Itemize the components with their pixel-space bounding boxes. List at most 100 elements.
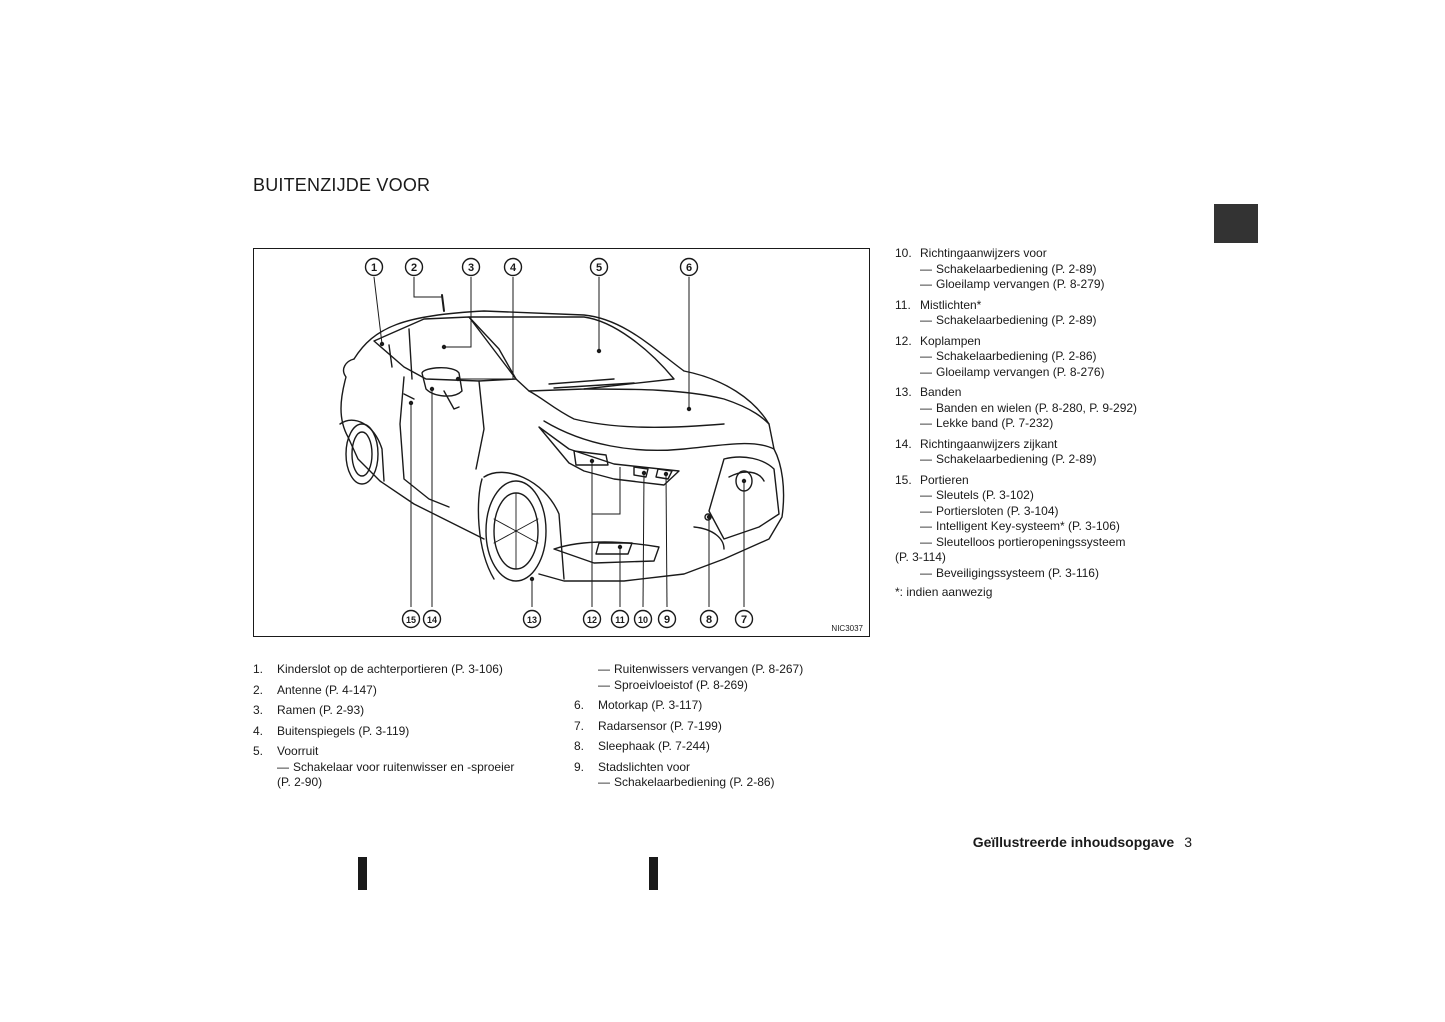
item-text: Ramen (P. 2-93) bbox=[277, 703, 365, 717]
callout-circle-3 bbox=[461, 257, 481, 277]
list-item: 9. Stadslichten voor —Schakelaarbedienin… bbox=[574, 760, 864, 791]
item-number: 6. bbox=[574, 698, 585, 712]
subentry-text: Gloeilamp vervangen (P. 8-279) bbox=[936, 277, 1105, 291]
callout-circle-11 bbox=[610, 609, 630, 629]
subentry-text: Lekke band (P. 7-232) bbox=[936, 416, 1054, 430]
item-continuation: (P. 2-90) bbox=[277, 775, 323, 789]
callout-label-15: 15 bbox=[406, 615, 416, 625]
callout-circle-9 bbox=[657, 609, 677, 629]
item-number: 11. bbox=[895, 297, 911, 312]
item-text: Portieren bbox=[920, 472, 969, 487]
subentry-text: Schakelaarbediening (P. 2-86) bbox=[614, 775, 775, 789]
item-text: Richtingaanwijzers voor bbox=[920, 246, 1047, 260]
list-item: 2. Antenne (P. 4-147) bbox=[253, 683, 543, 699]
callout-circle-13 bbox=[522, 609, 542, 629]
callout-circle-12 bbox=[582, 609, 602, 629]
callout-label-6: 6 bbox=[686, 262, 692, 274]
footer-title: Geïllustreerde inhoudsopgave bbox=[972, 834, 1175, 850]
callout-circle-6 bbox=[679, 257, 699, 277]
crop-mark bbox=[649, 857, 658, 890]
legend-list-col3: 10. Richtingaanwijzers voor —Schakelaarb… bbox=[895, 246, 1175, 586]
dash-glyph: — bbox=[920, 261, 932, 276]
subentry-text: Banden en wielen (P. 8-280, P. 9-292) bbox=[936, 400, 1138, 415]
callout-circle-5 bbox=[589, 257, 609, 277]
dash-glyph: — bbox=[920, 364, 932, 379]
footnote: *: indien aanwezig bbox=[895, 585, 993, 599]
item-number: 3. bbox=[253, 703, 264, 717]
item-text: Mistlichten* bbox=[920, 297, 982, 312]
dash-glyph: — bbox=[598, 775, 610, 789]
item-number: 15. bbox=[895, 472, 912, 487]
page-number: 3 bbox=[1184, 834, 1192, 850]
page-title: BUITENZIJDE VOOR bbox=[253, 175, 431, 195]
item-subentry: — Sleutelloos portieropeningssysteem bbox=[895, 535, 1175, 551]
item-number: 14. bbox=[895, 436, 912, 451]
dash-glyph: — bbox=[920, 277, 932, 291]
legend-list-col1: 1. Kinderslot op de achterportieren (P. … bbox=[253, 662, 543, 796]
item-text: Sleephaak (P. 7-244) bbox=[598, 739, 710, 753]
dash-glyph: — bbox=[920, 565, 932, 580]
item-number: 10. bbox=[895, 246, 912, 260]
callout-label-10: 10 bbox=[638, 615, 648, 625]
item-subentry: — Beveiligingssysteem (P. 3-116) bbox=[895, 566, 1175, 582]
callout-label-1: 1 bbox=[371, 262, 377, 274]
dash-glyph: — bbox=[598, 662, 610, 676]
item-subentry: —Schakelaarbediening (P. 2-89) bbox=[895, 452, 1175, 468]
item-number: 4. bbox=[253, 723, 264, 738]
list-item: 8. Sleephaak (P. 7-244) bbox=[574, 739, 864, 755]
item-number: 7. bbox=[574, 718, 585, 733]
list-item: 4. Buitenspiegels (P. 3-119) bbox=[253, 724, 543, 740]
item-subentry: —Gloeilamp vervangen (P. 8-276) bbox=[895, 365, 1175, 381]
callout-label-2: 2 bbox=[411, 262, 417, 274]
item-subentry: — Gloeilamp vervangen (P. 8-279) bbox=[895, 277, 1175, 293]
item-text: Banden bbox=[920, 385, 962, 399]
item-number: 12. bbox=[895, 333, 912, 348]
callout-label-14: 14 bbox=[427, 615, 437, 625]
list-item: 11. Mistlichten* —Schakelaarbediening (P… bbox=[895, 298, 1175, 329]
list-item: 6. Motorkap (P. 3-117) bbox=[574, 698, 864, 714]
item-subentry: —Schakelaar voor ruitenwisser en -sproei… bbox=[253, 760, 543, 776]
page-footer: Geïllustreerde inhoudsopgave 3 bbox=[973, 834, 1192, 850]
item-subentry: —Intelligent Key-systeem* (P. 3-106) bbox=[895, 519, 1175, 535]
item-text: Motorkap (P. 3-117) bbox=[598, 698, 703, 712]
dash-glyph: — bbox=[920, 534, 932, 549]
dash-glyph: — bbox=[920, 519, 932, 533]
callout-label-5: 5 bbox=[596, 262, 602, 274]
item-subentry: — Sproeivloeistof (P. 8-269) bbox=[574, 678, 864, 694]
item-text: Richtingaanwijzers zijkant bbox=[920, 436, 1058, 451]
item-number: 5. bbox=[253, 744, 264, 758]
dash-glyph: — bbox=[920, 349, 932, 363]
subentry-text: Schakelaarbediening (P. 2-89) bbox=[936, 313, 1097, 327]
list-item: 3. Ramen (P. 2-93) bbox=[253, 703, 543, 719]
dash-glyph: — bbox=[598, 677, 610, 692]
callout-label-4: 4 bbox=[510, 262, 517, 274]
dash-glyph: — bbox=[920, 416, 932, 430]
item-number: 13. bbox=[895, 385, 912, 399]
item-subentry: — Schakelaarbediening (P. 2-86) bbox=[574, 775, 864, 791]
list-item: 14. Richtingaanwijzers zijkant —Schakela… bbox=[895, 437, 1175, 468]
item-number: 8. bbox=[574, 739, 585, 753]
callout-circle-4 bbox=[503, 257, 523, 277]
subentry-text: Sleutelloos portieropeningssysteem bbox=[936, 534, 1126, 549]
subentry-text: Beveiligingssysteem (P. 3-116) bbox=[936, 565, 1099, 580]
list-item: 1. Kinderslot op de achterportieren (P. … bbox=[253, 662, 543, 678]
item-subentry: —Schakelaarbediening (P. 2-89) bbox=[895, 313, 1175, 329]
callout-label-3: 3 bbox=[468, 262, 474, 274]
item-subentry: —Schakelaarbediening (P. 2-89) bbox=[895, 262, 1175, 278]
list-item: 15. Portieren —Sleutels (P. 3-102) —Port… bbox=[895, 473, 1175, 582]
subentry-text: Sproeivloeistof (P. 8-269) bbox=[614, 677, 748, 692]
list-item-continued: —Ruitenwissers vervangen (P. 8-267) —Spr… bbox=[574, 662, 864, 693]
item-text: Voorruit bbox=[277, 744, 319, 758]
item-number: 2. bbox=[253, 682, 264, 697]
item-number: 9. bbox=[574, 759, 585, 774]
item-text: Radarsensor (P. 7-199) bbox=[598, 718, 722, 733]
callout-circle-15 bbox=[401, 609, 421, 629]
dash-glyph: — bbox=[920, 400, 932, 415]
callout-circle-2 bbox=[404, 257, 424, 277]
callout-label-13: 13 bbox=[527, 615, 537, 625]
callout-circle-1 bbox=[364, 257, 384, 277]
item-continuation: (P. 3-114) bbox=[895, 550, 946, 564]
list-item: 10. Richtingaanwijzers voor —Schakelaarb… bbox=[895, 246, 1175, 293]
item-text: Antenne (P. 4-147) bbox=[277, 682, 377, 697]
